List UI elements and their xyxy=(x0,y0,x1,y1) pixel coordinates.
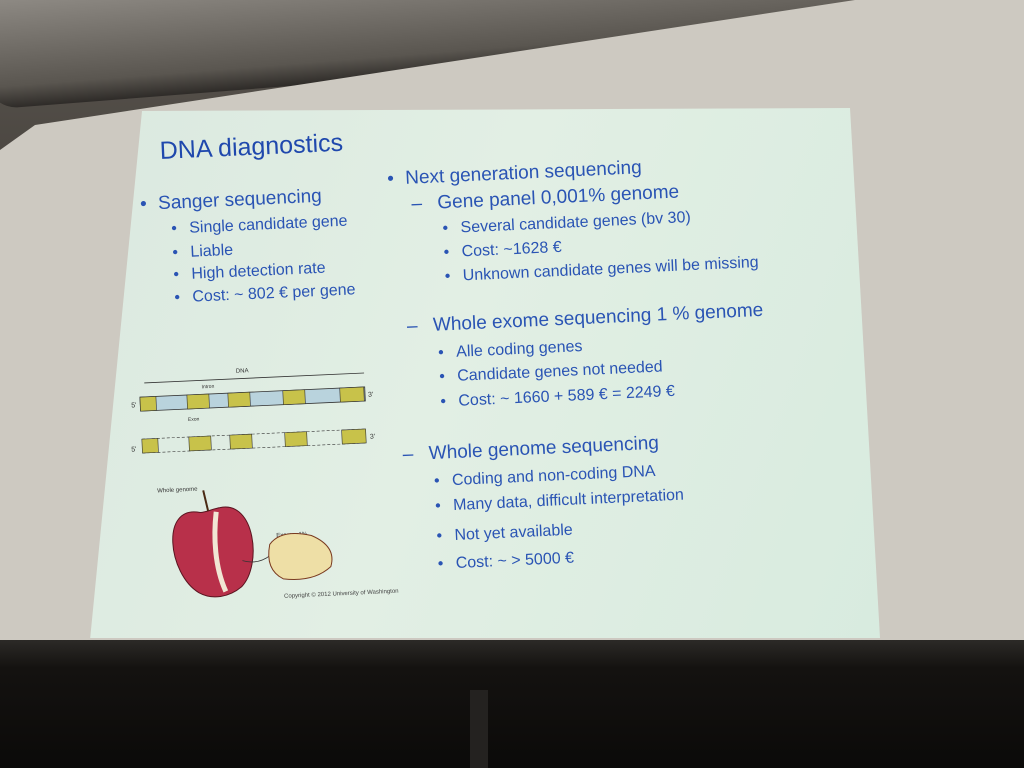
exon-block xyxy=(188,435,212,452)
five-prime-label: 5' xyxy=(131,446,137,453)
exon-block xyxy=(141,438,159,454)
genome-bullet: •Many data, difficult interpretation xyxy=(434,486,685,515)
screen-bottom-bar xyxy=(0,640,1024,668)
exon-block xyxy=(139,396,157,412)
gene-panel-bullet: •Several candidate genes (bv 30) xyxy=(442,208,692,238)
stand-pole xyxy=(470,690,488,768)
three-prime-label: 3' xyxy=(368,392,374,399)
intron-label: Intron xyxy=(201,384,214,391)
exon-block xyxy=(284,431,308,447)
genome-bullet: •Cost: ~ > 5000 € xyxy=(437,549,575,573)
exon-block xyxy=(227,391,251,408)
exon-block xyxy=(339,386,365,403)
sanger-heading: •Sanger sequencing xyxy=(139,185,323,215)
dna-strand xyxy=(139,386,366,412)
dashed-bottom xyxy=(142,442,368,454)
genome-heading: –Whole genome sequencing xyxy=(402,432,660,466)
sanger-bullet: •High detection rate xyxy=(173,259,326,284)
projected-slide: DNA diagnostics •Sanger sequencing •Sing… xyxy=(90,108,880,638)
exome-illustration: DNA Intron 5' 3' Exon 5' 3' Whole genome xyxy=(131,368,376,598)
floor-shadow xyxy=(0,668,1024,768)
slide-title: DNA diagnostics xyxy=(159,128,344,165)
sanger-bullet: •Liable xyxy=(172,241,234,262)
exome-heading: –Whole exome sequencing 1 % genome xyxy=(406,299,764,337)
exon-block xyxy=(186,393,210,410)
dashed-top xyxy=(141,428,367,440)
exon-block xyxy=(282,389,306,405)
dna-bracket xyxy=(144,372,365,384)
exon-block xyxy=(229,433,253,450)
exon-block xyxy=(341,428,367,445)
whole-genome-label: Whole genome xyxy=(157,487,198,495)
genome-bullet: •Not yet available xyxy=(436,521,574,545)
genome-bullet: •Coding and non-coding DNA xyxy=(433,462,656,490)
five-prime-label: 5' xyxy=(131,402,137,409)
apple-cut xyxy=(212,511,229,593)
three-prime-label: 3' xyxy=(370,434,376,441)
apple xyxy=(172,506,254,598)
sanger-bullet: •Cost: ~ 802 € per gene xyxy=(174,281,356,307)
apple-stem xyxy=(202,490,210,512)
exon-label: Exon xyxy=(188,416,200,423)
exome-bullet: •Candidate genes not needed xyxy=(438,358,663,386)
arrow xyxy=(242,555,271,563)
gene-panel-bullet: •Cost: ~1628 € xyxy=(443,238,563,262)
exome-bullet: •Alle coding genes xyxy=(437,338,583,362)
dna-label: DNA xyxy=(236,368,249,375)
exome-bullet: •Cost: ~ 1660 + 589 € = 2249 € xyxy=(440,382,676,411)
apple-slice xyxy=(268,533,333,580)
sanger-bullet: •Single candidate gene xyxy=(170,212,348,238)
